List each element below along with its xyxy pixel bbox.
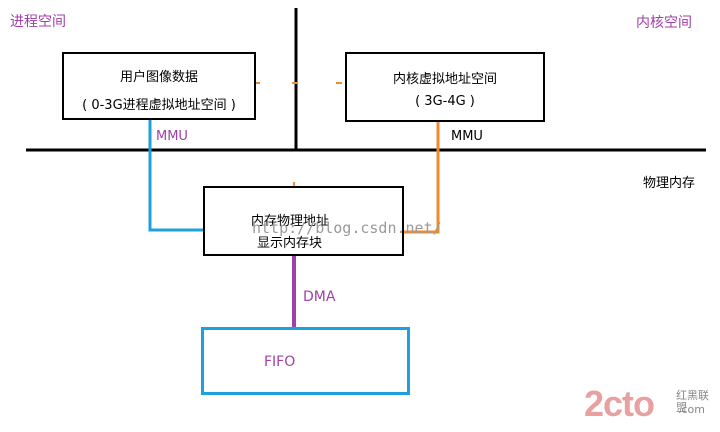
physical-address-title: 内存物理地址 xyxy=(251,214,330,229)
kernel-space-label: 内核空间 xyxy=(636,15,692,31)
physical-memory-label: 物理内存 xyxy=(643,176,696,191)
user-image-range: ( 0-3G进程虚拟地址空间 ) xyxy=(82,98,236,113)
display-memory-block-label: 显示内存块 xyxy=(257,236,323,251)
fifo-label: FIFO xyxy=(264,354,296,370)
logo-tagline: 红黑联盟 xyxy=(676,389,709,414)
dma-label: DMA xyxy=(303,289,336,305)
mmu-left-path xyxy=(148,120,204,232)
kernel-virtual-range: ( 3G-4G ) xyxy=(415,94,475,109)
site-logo: 2cto 红黑联盟 .com xyxy=(584,384,714,428)
kernel-virtual-title: 内核虚拟地址空间 xyxy=(392,72,497,87)
mmu-left-label: MMU xyxy=(156,129,188,144)
fifo-box: FIFO xyxy=(201,327,410,395)
physical-address-box: 内存物理地址 显示内存块 xyxy=(203,186,404,256)
mmu-right-label: MMU xyxy=(451,129,483,144)
kernel-virtual-box: 内核虚拟地址空间 ( 3G-4G ) xyxy=(345,52,545,122)
logo-suffix: .com xyxy=(678,403,705,416)
process-space-label: 进程空间 xyxy=(10,14,66,30)
csdn-watermark: http://blog.csdn.net/ xyxy=(252,219,442,237)
user-image-title: 用户图像数据 xyxy=(119,70,198,85)
logo-mark: 2cto xyxy=(584,383,655,424)
mmu-right-path xyxy=(404,122,440,234)
user-image-box: 用户图像数据 ( 0-3G进程虚拟地址空间 ) xyxy=(62,52,256,120)
